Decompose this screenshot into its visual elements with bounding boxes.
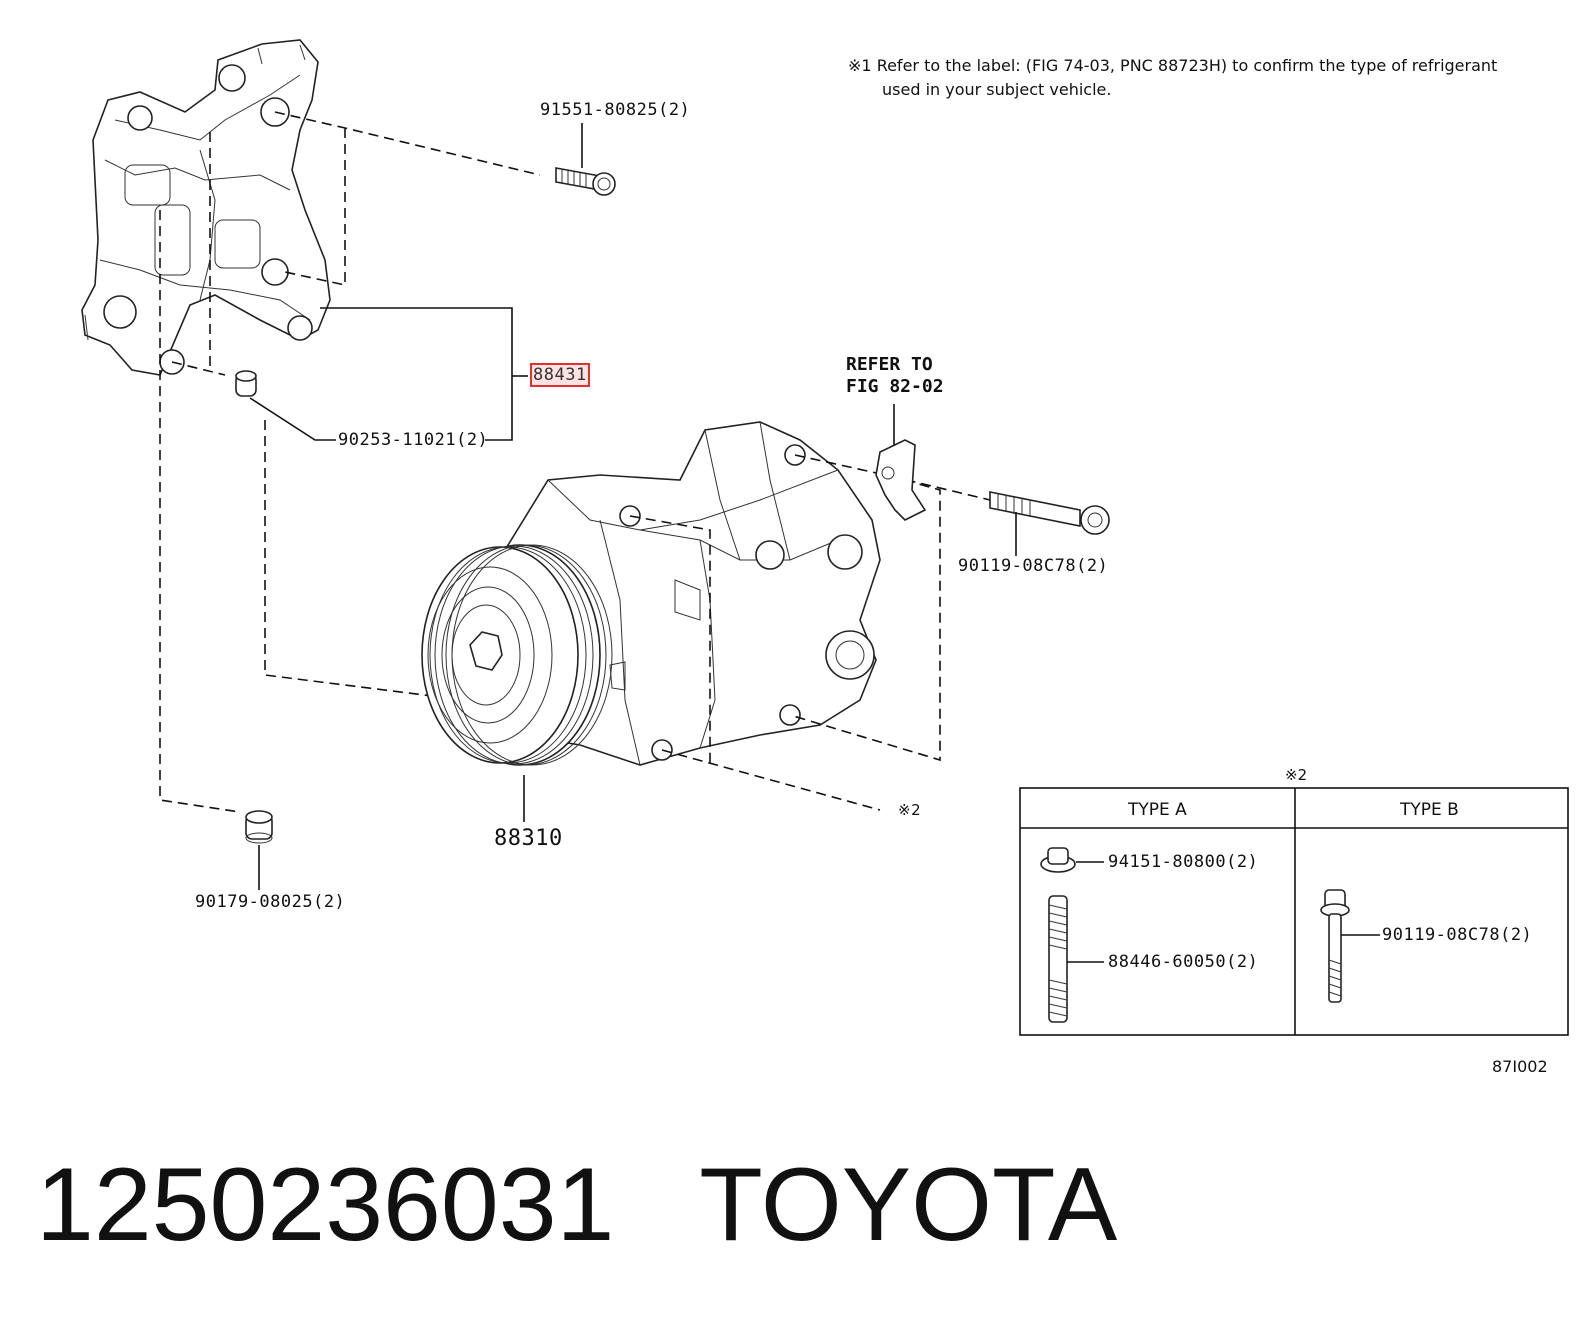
label-bolt-91551[interactable]: 91551-80825(2) xyxy=(540,100,691,120)
refer-line1: REFER TO xyxy=(846,354,933,375)
refrigerant-note: ※1 Refer to the label: (FIG 74-03, PNC 8… xyxy=(848,54,1497,102)
label-type-a-stud[interactable]: 88446-60050(2) xyxy=(1108,952,1259,972)
figure-code: 87I002 xyxy=(1492,1057,1548,1076)
type-table xyxy=(1019,787,1569,1036)
refer-line2: FIG 82-02 xyxy=(846,376,944,397)
label-type-a-nut[interactable]: 94151-80800(2) xyxy=(1108,852,1259,872)
label-ref-mark-2: ※2 xyxy=(898,801,922,819)
bracket-drawing xyxy=(81,39,331,376)
collar-drawing xyxy=(235,370,336,441)
label-compressor-88310[interactable]: 88310 xyxy=(494,826,563,851)
label-bracket-88431[interactable]: 88431 xyxy=(530,363,590,387)
type-table-mark: ※2 xyxy=(1285,766,1308,784)
bolt-90119-drawing xyxy=(989,491,1110,556)
label-type-b-bolt[interactable]: 90119-08C78(2) xyxy=(1382,925,1533,945)
footer-part-number: 1250236031 xyxy=(36,1147,615,1263)
type-b-header: TYPE B xyxy=(1400,800,1459,820)
refer-bracket-drawing xyxy=(875,404,927,521)
nut-drawing xyxy=(245,810,273,890)
compressor-drawing xyxy=(421,421,881,766)
note-mark: ※1 xyxy=(848,56,872,75)
refer-note: REFER TO FIG 82-02 xyxy=(846,354,944,398)
type-a-header: TYPE A xyxy=(1128,800,1187,820)
note-line2: used in your subject vehicle. xyxy=(882,80,1112,99)
note-line1: Refer to the label: (FIG 74-03, PNC 8872… xyxy=(876,56,1498,75)
label-nut-90179[interactable]: 90179-08025(2) xyxy=(195,892,346,912)
footer-caption: 1250236031 TOYOTA xyxy=(36,1145,1117,1265)
footer-brand: TOYOTA xyxy=(699,1147,1118,1263)
label-collar-90253[interactable]: 90253-11021(2) xyxy=(338,430,489,450)
label-bolt-90119[interactable]: 90119-08C78(2) xyxy=(958,556,1109,576)
bolt-91551-drawing xyxy=(555,123,616,196)
